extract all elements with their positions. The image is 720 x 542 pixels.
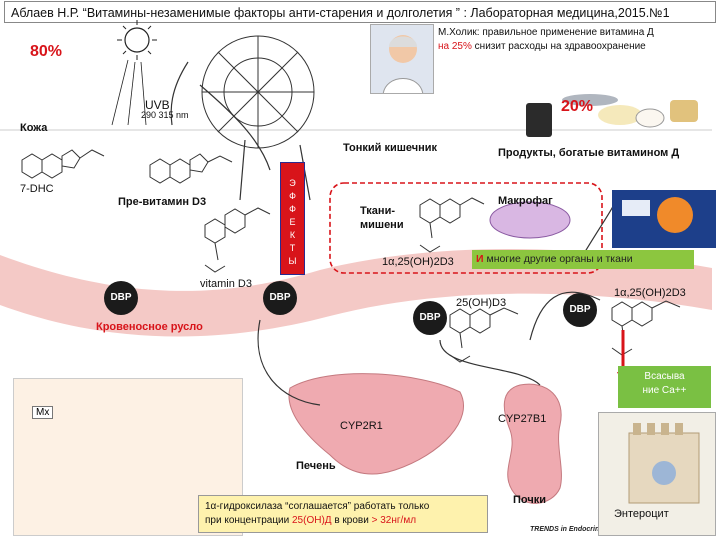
liver-shape [288,373,465,475]
organs-prefix: И [476,253,484,265]
uvb-label: UVB [145,98,170,112]
other-organs-box: И многие другие органы и ткани [472,250,694,269]
skin-percent: 80% [30,43,63,60]
macrophage-label: Макрофаг [498,195,553,207]
previtamin-label: Пре-витамин D3 [118,196,207,208]
effects-letter: Э [289,178,296,188]
note-line-2-pre: при концентрации [205,515,290,526]
absorption-box: Всасыва ние Са++ [618,366,711,408]
target-tissues-label-1: Ткани- [360,205,395,217]
kidney-shape [503,383,562,504]
kidneys-label: Почки [513,494,547,506]
dbp-circle-4 [563,293,597,327]
quote-line-1: М.Холик: правильное применение витамина … [438,27,654,38]
note-highlight-1: 25(ОН)Д [292,515,332,526]
mx-label: Mx [32,406,54,419]
uvb-range-label: 290 315 nm [141,110,189,120]
blood-vessel [0,249,712,337]
signalling-wheel [201,35,315,149]
target-tissue-box [329,182,603,274]
organs-text: многие другие органы и ткани [486,253,633,265]
food-icons [526,94,698,137]
dbp-label-2: DBP [269,292,291,303]
vitamin-label: vitamin D3 [200,278,252,290]
molecule-7dhc [21,149,105,179]
enterocyte-panel [598,412,716,536]
trends-caption: TRENDS in Endocrinology & Metabolism [530,526,665,533]
small-intestine-label: Тонкий кишечник [343,142,438,154]
molecule-calcitriol-center [419,197,485,253]
note-highlight-2: > 32нг/мл [371,515,417,526]
effects-letter: Ф [289,204,296,214]
molecule-calcidiol [449,307,519,363]
molecule-vitamin-d3 [204,207,271,273]
dbp-circle-1 [104,281,138,315]
enterocyte-label: Энтероцит [614,508,669,520]
diet-percent: 20% [561,98,594,115]
effects-letter: Т [289,243,296,253]
skin-label: Кожа [20,122,48,134]
bloodstream-label: Кровеносное русло [96,321,203,333]
note-line-1: 1α-гидроксилаза “соглашается” работать т… [205,501,430,512]
sun-icon [111,20,157,126]
dbp-circle-3 [413,301,447,335]
dbp-label-1: DBP [110,292,132,303]
foods-label: Продукты, богатые витамином Д [498,147,680,159]
dna-molecule-icon [657,197,693,233]
absorption-line-2: ние Са++ [642,385,687,396]
effects-box: Э Ф Ф Е К Т Ы [280,162,305,275]
effects-letter: Ф [289,191,296,201]
liver-label: Печень [296,460,336,472]
hydroxylase-note: 1α-гидроксилаза “соглашается” работать т… [198,495,488,533]
dbp-label-4: DBP [569,304,591,315]
quote-highlight: на 25% [438,41,472,52]
dbp-label-3: DBP [419,312,441,323]
quote-holick: М.Холик: правильное применение витамина … [438,26,700,54]
target-tissues-label-2: мишени [360,219,404,231]
effects-letter: К [289,230,296,240]
dhc-label: 7-DHC [20,183,54,195]
calcitriol-right-label: 1α,25(OH)2D3 [614,287,686,299]
note-line-2-mid: в крови [334,515,369,526]
dbp-circle-2 [263,281,297,315]
page-title: Аблаев Н.Р. “Витамины-незаменимые фактор… [4,1,716,23]
dna-caption-box [622,200,650,216]
molecule-previtamin [149,153,233,184]
quote-line-2: снизит расходы на здравоохранение [474,41,646,52]
portrait-photo [370,24,434,94]
cyp2r1-label: CYP2R1 [340,420,383,432]
calcidiol-label: 25(OH)D3 [456,297,507,309]
effects-letter: Ы [288,256,297,266]
macrophage-cell [489,201,571,239]
cyp27b1-label: CYP27B1 [498,413,547,425]
effects-letter: Е [289,217,296,227]
calcitriol-label: 1α,25(OH)2D3 [382,256,454,268]
absorption-line-1: Всасыва [644,371,685,382]
